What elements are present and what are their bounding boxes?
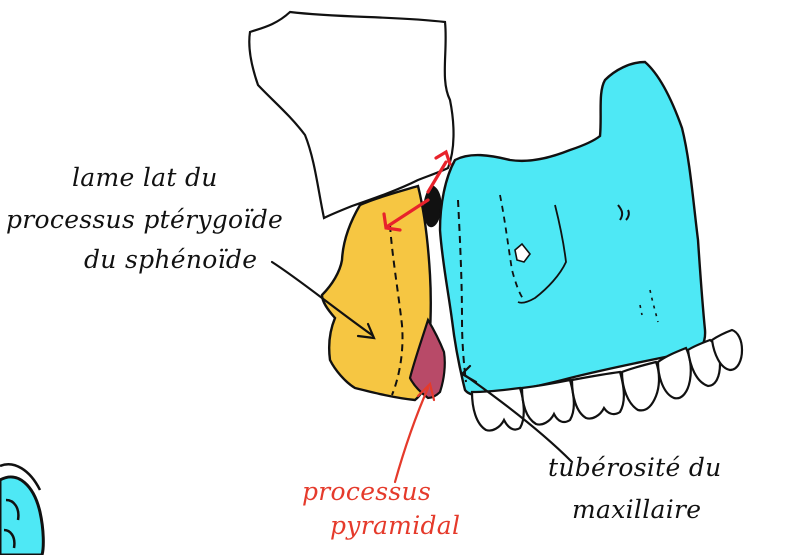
maxilla-inner-line [517, 204, 567, 304]
red-arrow-shaft-lower [386, 198, 430, 228]
label-lame-line3: du sphénoïde [84, 245, 257, 274]
maxilla-posterior-dashed-line [457, 199, 467, 383]
maxilla-mark [617, 204, 630, 221]
label-tuberosite-line1: tubérosité du [548, 453, 722, 482]
red-double-arrow [382, 149, 452, 232]
tooth-1 [470, 386, 525, 432]
teeth [470, 328, 744, 432]
pointer-tuberosite-head [460, 364, 478, 384]
corner-teeth-outline [0, 463, 42, 549]
label-tuberosite: tubérosité du maxillaire [548, 453, 722, 524]
maxilla-dots [639, 289, 659, 323]
tooth-5 [656, 346, 692, 400]
maxilla [438, 60, 707, 397]
label-processus-pyramidal: processus pyramidal [302, 477, 460, 540]
sphenoid-body [248, 10, 455, 220]
pterygoid-dashed-line [389, 224, 404, 396]
pointer-pyramidal [393, 386, 430, 484]
red-arrow-shaft-upper [426, 160, 448, 194]
pointer-tuberosite [464, 374, 574, 464]
maxilla-inner-dashed-line [499, 194, 525, 301]
label-pyramidal-line1: processus [302, 477, 431, 506]
label-lame-lateral: lame lat du processus ptérygoïde du sphé… [6, 163, 283, 274]
maxilla-foramen [514, 242, 532, 263]
tooth-2 [520, 378, 575, 426]
label-tuberosite-line2: maxillaire [572, 495, 701, 524]
label-lame-line2: processus ptérygoïde [6, 205, 283, 234]
tooth-7 [710, 328, 744, 372]
pointer-pyramidal-head [416, 381, 436, 402]
red-arrow-head-lower [382, 212, 402, 232]
tooth-4 [620, 360, 661, 412]
corner-structure [0, 463, 45, 555]
tooth-3 [570, 370, 625, 420]
red-arrow-head-upper [434, 149, 452, 166]
label-pyramidal-line2: pyramidal [330, 511, 460, 540]
pointer-lame [270, 260, 374, 337]
lateral-pterygoid-plate [320, 184, 432, 402]
pointers [270, 260, 574, 484]
label-lame-line1: lame lat du [72, 163, 218, 192]
pointer-lame-head [356, 322, 376, 340]
fissure-spot [423, 185, 442, 228]
corner-cyan-arc [0, 475, 45, 555]
